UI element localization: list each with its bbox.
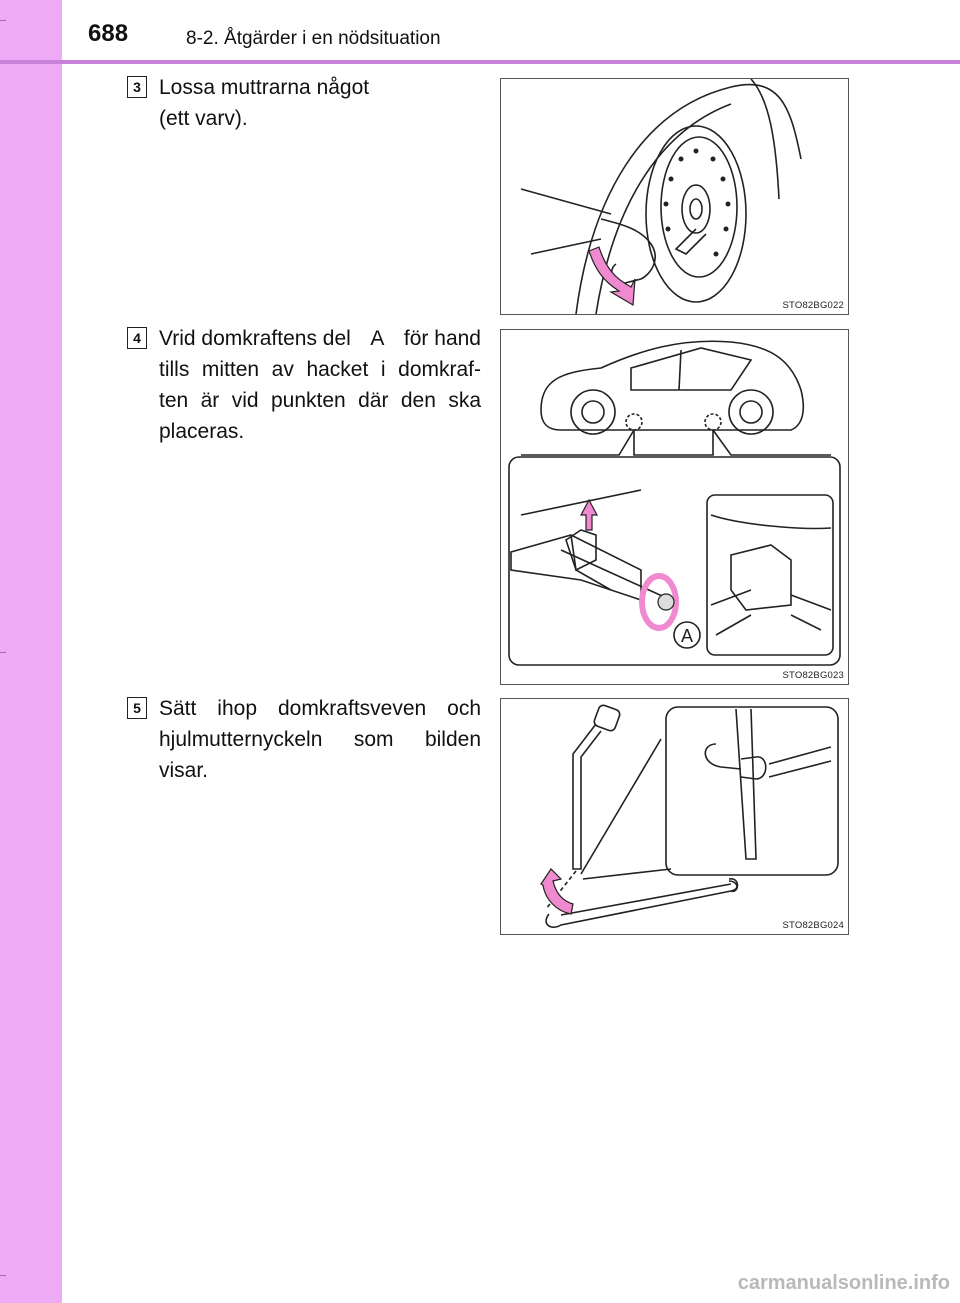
assemble-handle-illustration	[540, 704, 839, 929]
figure-assemble-handle: STO82BG024	[500, 698, 849, 935]
crop-mark	[0, 20, 6, 21]
step-3-line: (ett varv).	[159, 107, 248, 130]
step-3-text: Lossa muttrarna något (ett varv).	[159, 72, 481, 134]
header-rule	[0, 60, 960, 64]
rotate-arrow-icon	[639, 573, 679, 631]
figure-loosen-nuts: STO82BG022	[500, 78, 849, 315]
figure-code: STO82BG022	[782, 300, 844, 311]
watermark: carmanualsonline.info	[737, 1272, 950, 1294]
jack-position-illustration: A	[508, 340, 841, 666]
step-4-line: tills mitten av hacket i domkraf-	[159, 358, 481, 381]
section-title: 8-2. Åtgärder i en nödsituation	[186, 28, 441, 49]
step-5-line: Sätt ihop domkraftsveven och	[159, 697, 481, 720]
step-5-line: hjulmutternyckeln som bilden	[159, 728, 481, 751]
figure-code: STO82BG023	[782, 670, 844, 681]
figure-code: STO82BG024	[782, 920, 844, 931]
step-number-badge: 4	[127, 327, 147, 349]
step-4-line: ten är vid punkten där den ska	[159, 389, 481, 412]
step-4-text: Vrid domkraftens del A för hand tills mi…	[159, 323, 481, 447]
figure-jack-position: A STO82BG023	[500, 329, 849, 685]
step-5-line: visar.	[159, 759, 209, 782]
sidebar-tab	[0, 0, 62, 1303]
loosen-nuts-illustration	[520, 79, 802, 314]
header	[62, 0, 960, 60]
arrow-icon	[540, 868, 574, 915]
step-3-line: Lossa muttrarna något	[159, 76, 370, 99]
crop-mark	[0, 652, 6, 653]
step-4-text-after: för hand	[403, 327, 481, 350]
step-number-badge: 5	[127, 697, 147, 719]
step-4-line: Vrid domkraftens del A för hand	[159, 323, 481, 354]
figure-label-a: A	[681, 626, 693, 646]
arrow-icon	[588, 246, 636, 307]
arrow-icon	[580, 498, 598, 531]
step-4-line: placeras.	[159, 420, 245, 443]
page-number: 688	[88, 20, 129, 47]
marker-a: A	[370, 327, 385, 350]
crop-mark	[0, 1275, 6, 1276]
step-5-text: Sätt ihop domkraftsveven och hjulmuttern…	[159, 693, 481, 786]
step-4-text-before: Vrid domkraftens del	[159, 327, 351, 350]
step-number-badge: 3	[127, 76, 147, 98]
